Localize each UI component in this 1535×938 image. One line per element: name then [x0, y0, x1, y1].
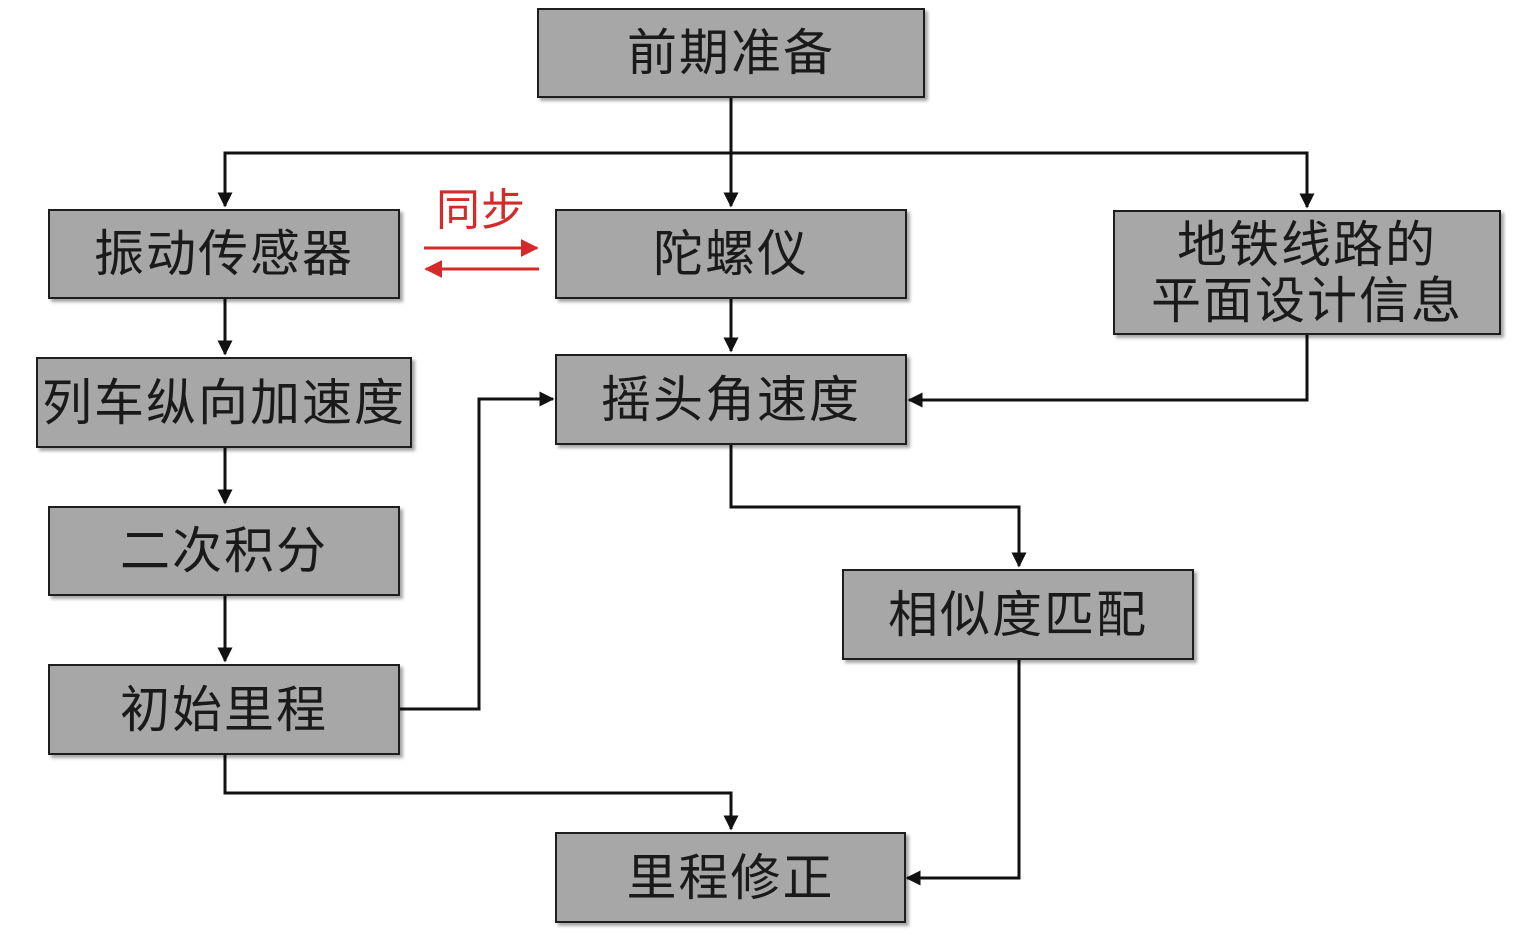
train-accel-label: 列车纵向加速度: [42, 373, 406, 432]
arrow-yaw-to-similarity: [729, 444, 1027, 568]
arrow-initial-to-yaw: [399, 391, 555, 711]
vibration-sensor-label: 振动传感器: [94, 225, 354, 283]
line-design-box: 地铁线路的 平面设计信息: [1113, 210, 1501, 335]
prep-label: 前期准备: [627, 24, 835, 82]
train-accel-box: 列车纵向加速度: [36, 357, 412, 448]
double-integral-box: 二次积分: [48, 506, 400, 596]
double-integral-label: 二次积分: [120, 522, 328, 580]
similarity-box: 相似度匹配: [842, 569, 1194, 660]
yaw-rate-label: 摇头角速度: [601, 370, 861, 429]
yaw-rate-box: 摇头角速度: [555, 354, 907, 445]
line-design-label-2: 平面设计信息: [1151, 271, 1463, 330]
arrow-initial-to-correction: [223, 754, 739, 831]
arrow-similarity-to-correction: [905, 659, 1021, 886]
arrow-prep-to-vibration-sensor: [217, 151, 731, 208]
gyroscope-box: 陀螺仪: [555, 209, 907, 299]
line-design-label-1: 地铁线路的: [1177, 215, 1437, 274]
prep-box: 前期准备: [537, 8, 925, 98]
mileage-correction-box: 里程修正: [555, 832, 906, 923]
similarity-label: 相似度匹配: [888, 585, 1148, 644]
initial-mileage-label: 初始里程: [120, 680, 328, 739]
arrow-prep-to-line-design: [731, 151, 1315, 209]
gyroscope-label: 陀螺仪: [653, 225, 809, 283]
sync-label: 同步: [436, 185, 526, 236]
vibration-sensor-box: 振动传感器: [48, 209, 400, 299]
arrow-line-design-to-yaw: [907, 334, 1309, 408]
mileage-correction-label: 里程修正: [626, 848, 835, 907]
initial-mileage-box: 初始里程: [48, 664, 400, 755]
